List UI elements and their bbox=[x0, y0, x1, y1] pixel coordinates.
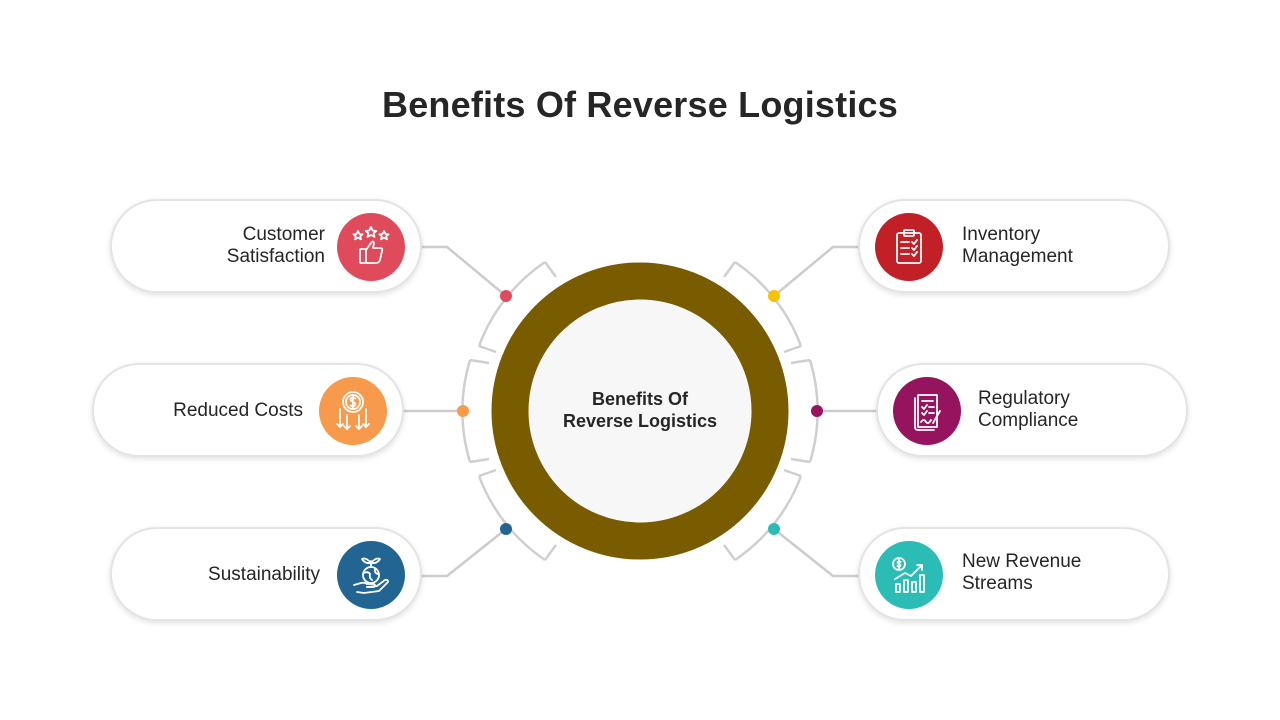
label-customer-satisfaction: Customer Satisfaction bbox=[226, 224, 325, 267]
dot-inventory bbox=[768, 290, 780, 302]
thumbs-up-stars-icon bbox=[337, 213, 405, 281]
page-title: Benefits Of Reverse Logistics bbox=[382, 84, 898, 125]
document-signature-icon bbox=[893, 377, 961, 445]
dot-regulatory bbox=[811, 405, 823, 417]
connector-sustainability bbox=[420, 528, 507, 578]
clipboard-checklist-icon bbox=[875, 213, 943, 281]
dollar-growth-chart-icon bbox=[875, 541, 943, 609]
label-regulatory-compliance: Regulatory Compliance bbox=[978, 388, 1079, 431]
center-ring bbox=[491, 262, 789, 560]
connector-customer bbox=[420, 245, 507, 297]
dot-customer bbox=[500, 290, 512, 302]
dot-revenue bbox=[768, 523, 780, 535]
center-label: Benefits Of Reverse Logistics bbox=[540, 388, 740, 432]
label-sustainability: Sustainability bbox=[208, 564, 320, 585]
label-new-revenue-streams: New Revenue Streams bbox=[962, 551, 1082, 594]
center-label-line2: Reverse Logistics bbox=[562, 411, 718, 431]
center-disc bbox=[529, 300, 751, 522]
dot-costs bbox=[457, 405, 469, 417]
connector-revenue bbox=[773, 528, 860, 578]
dot-sustainability bbox=[500, 523, 512, 535]
hand-globe-plant-icon bbox=[337, 541, 405, 609]
center-label-line1: Benefits Of bbox=[591, 389, 688, 409]
connector-inventory bbox=[773, 245, 860, 297]
dollar-down-arrows-icon bbox=[319, 377, 387, 445]
label-reduced-costs: Reduced Costs bbox=[173, 400, 303, 421]
label-inventory-management: Inventory Management bbox=[962, 224, 1073, 267]
